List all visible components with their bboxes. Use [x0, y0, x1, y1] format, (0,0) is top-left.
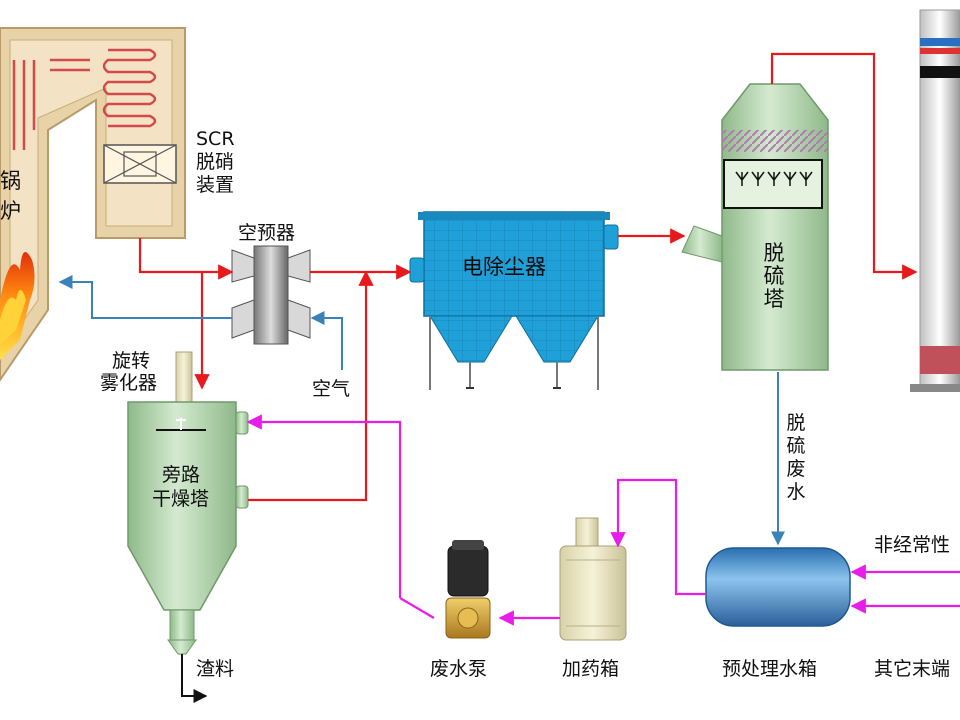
esp-label: 电除尘器	[462, 255, 546, 279]
air-preheater-label: 空预器	[238, 222, 296, 244]
scr-label: SCR	[196, 128, 235, 150]
dosing-box-label: 加药箱	[562, 658, 620, 680]
desulfurization-wastewater-label: 脱硫废水	[786, 412, 806, 503]
non-routine-label: 非经常性	[874, 534, 951, 556]
boiler-label: 锅炉	[0, 169, 21, 223]
chimney-stack	[910, 9, 960, 392]
other-terminal-label: 其它末端	[874, 658, 951, 680]
slag-line	[181, 654, 208, 703]
scr-label-line2: 脱硝	[196, 151, 235, 173]
flame-icon	[0, 252, 35, 360]
bypass-dryer-label-line1: 旁路	[162, 464, 201, 486]
flue-gas-lines	[138, 52, 918, 502]
pretreatment-tank-label: 预处理水箱	[722, 658, 818, 680]
bypass-dryer-tower	[127, 351, 249, 655]
air-label: 空气	[312, 378, 351, 400]
atomizer-label-line1: 旋转	[112, 350, 151, 372]
desulfurization-tower-label: 脱硫塔	[763, 241, 785, 311]
air-preheater	[231, 245, 311, 345]
bypass-dryer-label-line2: 干燥塔	[152, 488, 210, 510]
boiler	[0, 27, 186, 382]
slag-label: 渣料	[196, 658, 235, 680]
wastewater-lines	[246, 414, 960, 626]
wastewater-pump-label: 废水泵	[430, 658, 488, 680]
dosing-box	[559, 517, 627, 641]
atomizer-label-line2: 雾化器	[100, 372, 158, 394]
wastewater-pump	[445, 540, 491, 639]
electrostatic-precipitator	[409, 211, 619, 390]
air-lines	[58, 275, 343, 370]
desulfurization-tower	[681, 83, 829, 371]
scr-label-line3: 装置	[196, 174, 235, 196]
pretreatment-tank	[705, 547, 851, 627]
